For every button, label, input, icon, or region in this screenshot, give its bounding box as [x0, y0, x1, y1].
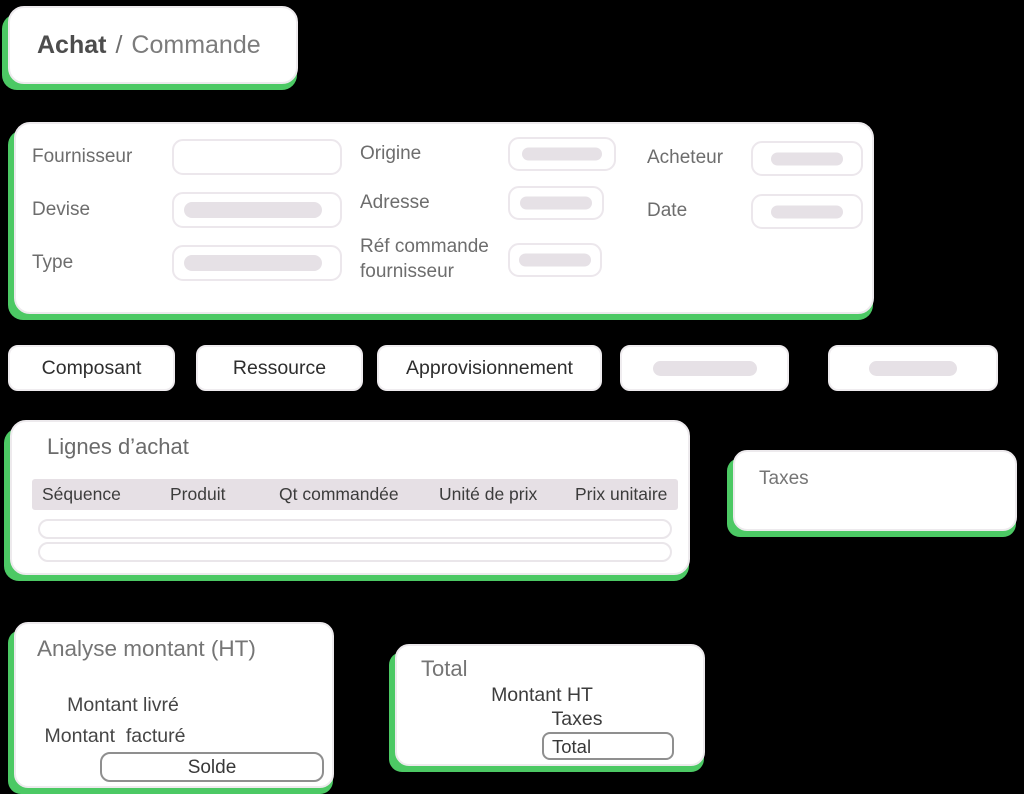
devise-input[interactable]	[172, 192, 342, 228]
total-input[interactable]: Total	[542, 732, 674, 760]
tab-placeholder-1-pill	[652, 360, 757, 376]
devise-label: Devise	[32, 198, 91, 220]
tab-placeholder-2[interactable]	[828, 345, 998, 391]
field-fournisseur: Fournisseur	[32, 139, 342, 175]
ref-commande-value-pill	[519, 253, 591, 267]
field-date: Date	[647, 194, 863, 229]
field-origine: Origine	[360, 137, 616, 171]
amount-analysis-title: Analyse montant (HT)	[37, 636, 256, 661]
purchase-line-row-2[interactable]	[38, 542, 672, 562]
solde-input[interactable]: Solde	[100, 752, 324, 782]
montant-ht-label: Montant HT	[491, 684, 593, 706]
purchase-lines-header-row: Séquence Produit Qt commandée Unité de p…	[32, 479, 678, 510]
amount-analysis-card: Analyse montant (HT) Montant livré Monta…	[14, 622, 334, 788]
date-label: Date	[647, 200, 688, 222]
purchase-lines-card: Lignes d’achat Séquence Produit Qt comma…	[10, 420, 690, 575]
montant-livre-label: Montant livré	[67, 694, 179, 716]
adresse-value-pill	[520, 196, 592, 210]
taxes-card: Taxes	[733, 450, 1017, 531]
tab-placeholder-1[interactable]	[620, 345, 789, 391]
tab-composant-label: Composant	[41, 356, 142, 379]
type-input[interactable]	[172, 245, 342, 281]
field-adresse: Adresse	[360, 186, 616, 220]
tab-ressource[interactable]: Ressource	[196, 345, 363, 391]
fournisseur-input[interactable]	[172, 139, 342, 175]
taxes-total-label: Taxes	[551, 708, 603, 730]
taxes-panel-title: Taxes	[759, 468, 809, 489]
adresse-label: Adresse	[360, 191, 430, 213]
purchase-line-row-1[interactable]	[38, 519, 672, 539]
field-type: Type	[32, 245, 342, 281]
acheteur-input[interactable]	[751, 141, 863, 176]
form-column-3: Acheteur Date	[647, 141, 863, 229]
tab-ressource-label: Ressource	[232, 356, 327, 379]
totals-panel-title: Total	[421, 656, 468, 681]
column-header-unite-de-prix: Unité de prix	[439, 484, 538, 504]
devise-value-pill	[184, 202, 322, 218]
ref-commande-label: Réf commande fournisseur	[360, 236, 489, 282]
breadcrumb-separator: /	[115, 30, 123, 59]
fournisseur-label: Fournisseur	[32, 145, 133, 167]
ref-commande-input[interactable]	[508, 242, 602, 277]
column-header-prix-unitaire: Prix unitaire	[575, 484, 668, 504]
origine-label: Origine	[360, 142, 422, 164]
tab-placeholder-2-pill	[869, 360, 957, 376]
montant-facture-label: Montant facturé	[44, 725, 186, 747]
tab-composant[interactable]: Composant	[8, 345, 175, 391]
tab-approvisionnement[interactable]: Approvisionnement	[377, 345, 602, 391]
column-header-produit: Produit	[170, 484, 226, 504]
acheteur-label: Acheteur	[647, 147, 724, 169]
breadcrumb: Achat / Commande	[10, 8, 296, 82]
column-header-qt-commandee: Qt commandée	[279, 484, 399, 504]
purchase-lines-title: Lignes d’achat	[47, 434, 189, 459]
type-label: Type	[32, 251, 74, 273]
form-column-2: Origine Adresse Réf commande fournisseur	[360, 137, 616, 284]
breadcrumb-section-achat[interactable]: Achat	[37, 30, 107, 59]
field-devise: Devise	[32, 192, 342, 228]
field-ref-commande-fournisseur: Réf commande fournisseur	[360, 235, 616, 284]
date-value-pill	[771, 205, 843, 218]
order-header-card: Fournisseur Devise Type Origine	[14, 122, 874, 314]
origine-value-pill	[522, 147, 602, 161]
type-value-pill	[184, 255, 322, 271]
breadcrumb-card: Achat / Commande	[8, 6, 298, 84]
acheteur-value-pill	[771, 152, 843, 165]
date-input[interactable]	[751, 194, 863, 229]
tab-approvisionnement-label: Approvisionnement	[406, 356, 573, 379]
totals-card: Total Montant HT Taxes Total	[395, 644, 705, 766]
origine-input[interactable]	[508, 137, 616, 171]
field-acheteur: Acheteur	[647, 141, 863, 176]
form-column-1: Fournisseur Devise Type	[32, 139, 342, 281]
adresse-input[interactable]	[508, 186, 604, 220]
column-header-sequence: Séquence	[42, 484, 121, 504]
breadcrumb-page-commande[interactable]: Commande	[131, 30, 261, 59]
